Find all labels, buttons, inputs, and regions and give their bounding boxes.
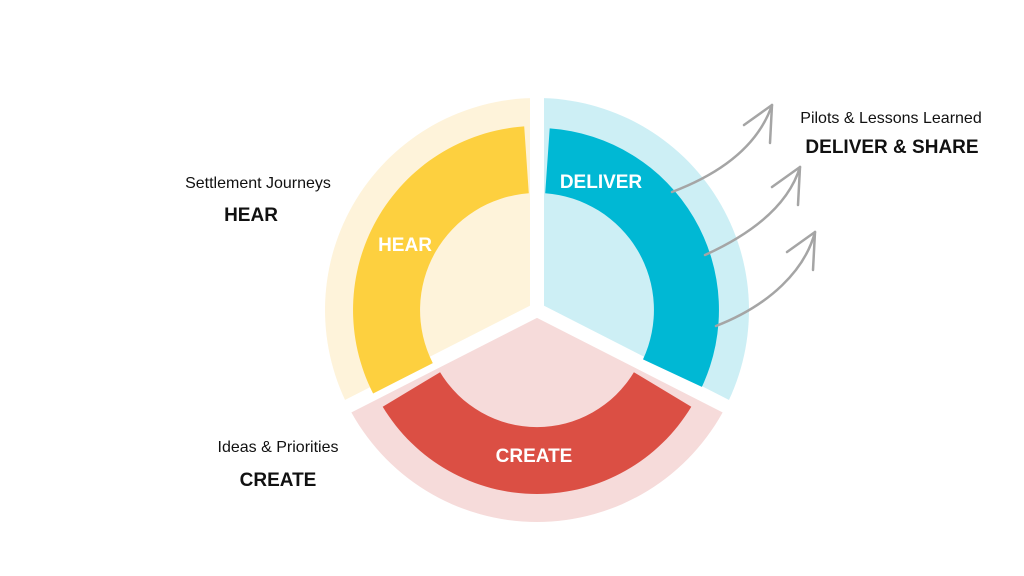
hear-band [353, 126, 529, 394]
arrowhead-icon [785, 230, 817, 272]
deliver-subtitle: Pilots & Lessons Learned [800, 110, 982, 127]
sector-gap [328, 303, 541, 421]
deliver-band-label: DELIVER [560, 172, 643, 193]
hear-title: HEAR [224, 205, 278, 226]
create-subtitle: Ideas & Priorities [217, 439, 339, 456]
growth-arrow [714, 230, 817, 328]
arrowhead-icon [770, 165, 802, 207]
growth-arrow [703, 165, 802, 257]
hear-subtitle: Settlement Journeys [185, 175, 331, 192]
sector-gap [533, 303, 746, 421]
create-title: CREATE [239, 470, 317, 491]
create-band-label: CREATE [496, 446, 573, 467]
hear-band-label: HEAR [378, 235, 432, 256]
growth-arrow [670, 103, 774, 194]
arrowhead-icon [742, 103, 774, 145]
deliver-title: DELIVER & SHARE [805, 137, 979, 158]
deliver-band [545, 128, 719, 387]
create-band [382, 372, 692, 495]
